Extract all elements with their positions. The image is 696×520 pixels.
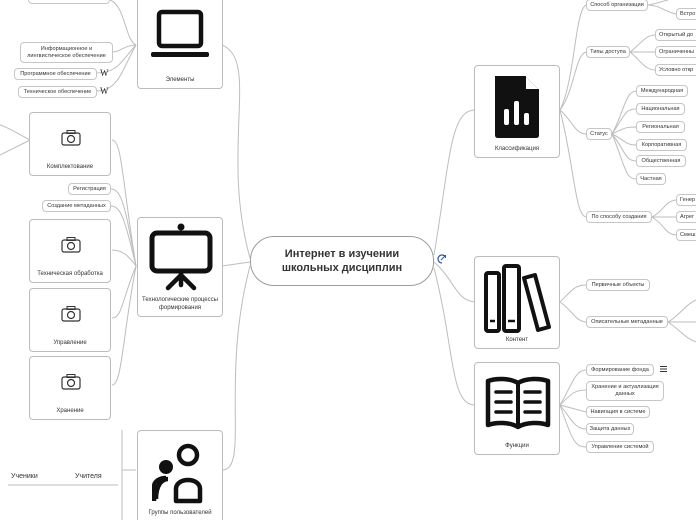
topic-card-functions[interactable]: Функции bbox=[474, 362, 560, 455]
wikipedia-icon[interactable]: W bbox=[100, 86, 109, 96]
subtopic-creation[interactable]: По способу создания bbox=[586, 211, 652, 223]
subtopic-descriptive-metadata[interactable]: Описательные метаданные bbox=[586, 316, 668, 328]
subtopic-info-support[interactable]: Информационное и лингвистическое обеспеч… bbox=[20, 42, 113, 63]
link-icon[interactable] bbox=[437, 254, 447, 264]
creation-generated[interactable]: Генер bbox=[676, 194, 696, 206]
subtopic-storage-update[interactable]: Хранение и актуализация данных bbox=[586, 381, 664, 401]
creation-mixed[interactable]: Смеш bbox=[676, 229, 696, 241]
topic-label-user-groups: Группы пользователей bbox=[148, 509, 212, 516]
central-title-line2: школьных дисциплин bbox=[281, 262, 403, 274]
subtopic-label-storage: Хранение bbox=[56, 407, 84, 414]
users-icon bbox=[152, 443, 203, 504]
subtopic-cut-top[interactable] bbox=[28, 0, 110, 4]
subtopic-label-staffing: Комплектование bbox=[46, 163, 94, 170]
notes-icon[interactable] bbox=[659, 365, 668, 373]
presentation-board-icon bbox=[149, 223, 213, 291]
access-conditional[interactable]: Условно откр bbox=[655, 64, 696, 76]
status-private[interactable]: Частная bbox=[636, 173, 666, 185]
topic-label-content: Контент bbox=[505, 336, 529, 343]
subtopic-organization[interactable]: Способ организации bbox=[586, 0, 648, 11]
status-international[interactable]: Международная bbox=[636, 85, 688, 97]
status-corporate[interactable]: Корпоративная bbox=[636, 139, 687, 151]
subtopic-storage[interactable]: Хранение bbox=[29, 356, 111, 420]
subtopic-data-protection[interactable]: Защита данных bbox=[586, 423, 634, 435]
access-open[interactable]: Открытый до bbox=[655, 29, 696, 41]
topic-card-user-groups[interactable]: Группы пользователей bbox=[137, 430, 223, 520]
subtopic-builtin[interactable]: Встро bbox=[676, 8, 696, 20]
books-icon bbox=[484, 264, 551, 333]
status-public[interactable]: Общественная bbox=[636, 155, 686, 167]
subtopic-metadata[interactable]: Создание метаданных bbox=[42, 200, 111, 212]
topic-label-elements: Элементы bbox=[165, 76, 195, 83]
topic-card-classification[interactable]: Классификация bbox=[474, 65, 560, 158]
user-group-students[interactable]: Ученики bbox=[11, 473, 38, 480]
topic-label-functions: Функции bbox=[505, 442, 529, 449]
topic-card-technology[interactable]: Технологические процессы формирования bbox=[137, 217, 223, 317]
status-regional[interactable]: Региональная bbox=[636, 121, 685, 133]
subtopic-access-types[interactable]: Типы доступа bbox=[586, 46, 630, 58]
subtopic-staffing[interactable]: Комплектование bbox=[29, 112, 111, 176]
subtopic-system-management[interactable]: Управление системой bbox=[586, 441, 654, 453]
central-topic[interactable]: Интернет в изучении школьных дисциплин bbox=[250, 236, 434, 286]
open-book-icon bbox=[485, 376, 551, 430]
wikipedia-icon[interactable]: W bbox=[100, 68, 109, 78]
laptop-icon bbox=[151, 9, 209, 57]
subtopic-primary-objects[interactable]: Первичные объекты bbox=[586, 279, 650, 291]
topic-label-technology: Технологические процессы формирования bbox=[142, 297, 218, 311]
topic-card-elements[interactable]: Элементы bbox=[137, 0, 223, 89]
central-title-line1: Интернет в изучении bbox=[284, 248, 400, 260]
subtopic-fund-formation[interactable]: Формирование фонда bbox=[586, 364, 654, 376]
topic-label-classification: Классификация bbox=[494, 145, 540, 152]
chart-document-icon bbox=[495, 76, 539, 138]
access-restricted[interactable]: Ограниченны bbox=[655, 46, 696, 58]
camera-icon bbox=[61, 130, 81, 146]
subtopic-management[interactable]: Управление bbox=[29, 288, 111, 352]
subtopic-software[interactable]: Программное обеспечение bbox=[14, 68, 97, 80]
subtopic-label-management: Управление bbox=[53, 339, 87, 346]
status-national[interactable]: Национальная bbox=[636, 103, 685, 115]
subtopic-hardware[interactable]: Техническое обеспечение bbox=[18, 86, 97, 98]
topic-card-content[interactable]: Контент bbox=[474, 256, 560, 349]
camera-icon bbox=[61, 306, 81, 322]
subtopic-registration[interactable]: Регистрация bbox=[68, 183, 111, 195]
subtopic-processing[interactable]: Техническая обработка bbox=[29, 219, 111, 283]
creation-aggregated[interactable]: Агрег bbox=[676, 211, 696, 223]
subtopic-status[interactable]: Статус bbox=[586, 128, 612, 140]
subtopic-navigation[interactable]: Навигация в системе bbox=[586, 406, 650, 418]
subtopic-label-processing: Техническая обработка bbox=[37, 270, 103, 277]
camera-icon bbox=[61, 237, 81, 253]
user-group-teachers[interactable]: Учителя bbox=[75, 473, 102, 480]
camera-icon bbox=[61, 374, 81, 390]
